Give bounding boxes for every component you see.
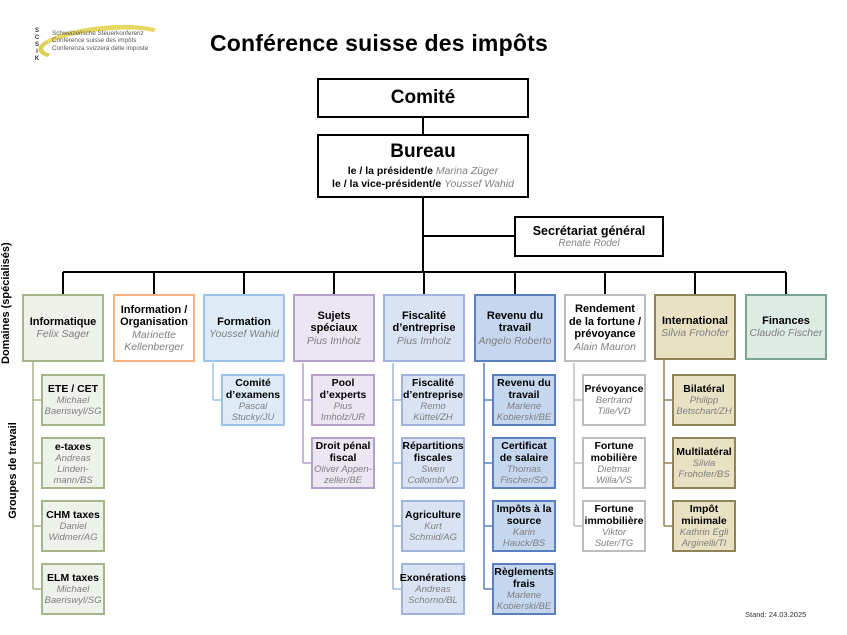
domain-rendement-fortune: Rendement de la fortune / prévoyance Ala… bbox=[564, 294, 646, 362]
wg-repartitions-fiscales: Répartitions fiscales Swen Collomb/VD bbox=[401, 437, 465, 489]
domain-information-organisation: Information / Organisation Marinette Kel… bbox=[113, 294, 195, 362]
bureau-vice-president: le / la vice-président/e Youssef Wahid bbox=[332, 178, 514, 190]
wg-prevoyance: Prévoyance Bertrand Tille/VD bbox=[582, 374, 646, 426]
wg-droit-penal-fiscal: Droit pénal fiscal Oliver Appen-zeller/B… bbox=[311, 437, 375, 489]
domain-international: International Silvia Frohofer bbox=[654, 294, 736, 360]
bureau-title: Bureau bbox=[390, 141, 456, 162]
domain-fiscalite-entreprise: Fiscalité d’entreprise Pius Imholz bbox=[383, 294, 465, 362]
comite-box: Comité bbox=[317, 78, 529, 118]
sk-logo: S C S I K Schweizerische Steuerkonferenz… bbox=[30, 19, 180, 67]
bureau-president: le / la président/e Marina Züger bbox=[347, 165, 499, 177]
domain-sujets-speciaux: Sujets spéciaux Pius Imholz bbox=[293, 294, 375, 362]
side-label-groupes: Groupes de travail bbox=[7, 422, 19, 519]
secretariat-name: Renate Rodel bbox=[558, 238, 620, 249]
wg-chm-taxes: CHM taxes Daniel Widmer/AG bbox=[41, 500, 105, 552]
comite-label: Comité bbox=[390, 87, 456, 108]
wg-fiscalite-entreprise: Fiscalité d’entreprise Remo Küttel/ZH bbox=[401, 374, 465, 426]
wg-fortune-mobiliere: Fortune mobilière Dietmar Willa/VS bbox=[582, 437, 646, 489]
domain-finances: Finances Claudio Fischer bbox=[745, 294, 827, 360]
wg-comite-examens: Comité d’examens Pascal Stucky/JU bbox=[221, 374, 285, 426]
logo-names: Schweizerische Steuerkonferenz Conférenc… bbox=[52, 30, 149, 52]
wg-e-taxes: e-taxes Andreas Linden-mann/BS bbox=[41, 437, 105, 489]
wg-certificat-salaire: Certificat de salaire Thomas Fischer/SO bbox=[492, 437, 556, 489]
domain-informatique: Informatique Felix Sager bbox=[22, 294, 104, 362]
domain-formation: Formation Youssef Wahid bbox=[203, 294, 285, 362]
wg-reglements-frais: Règlements frais Marlene Kobierski/BE bbox=[492, 563, 556, 615]
logo-letters: S C S I K bbox=[34, 28, 40, 62]
wg-revenu-travail: Revenu du travail Marlene Kobierski/BE bbox=[492, 374, 556, 426]
wg-impot-minimale: Impôt minimale Kathrin Egli Arginelli/TI bbox=[672, 500, 736, 552]
domain-revenu-travail: Revenu du travail Angelo Roberto bbox=[474, 294, 556, 362]
wg-exonerations: Exonérations Andreas Schorno/BL bbox=[400, 563, 466, 615]
bureau-box: Bureau le / la président/e Marina Züger … bbox=[317, 134, 529, 198]
side-label-domaines: Domaines (spécialisés) bbox=[0, 242, 12, 364]
wg-pool-experts: Pool d’experts Pius Imholz/UR bbox=[311, 374, 375, 426]
wg-fortune-immobiliere: Fortune immobilière Viktor Suter/TG bbox=[582, 500, 646, 552]
secretariat-box: Secrétariat général Renate Rodel bbox=[514, 216, 664, 257]
wg-ete-cet: ETE / CET Michael Baeriswyl/SG bbox=[41, 374, 105, 426]
page-title: Conférence suisse des impôts bbox=[210, 30, 548, 56]
stand-date: Stand: 24.03.2025 bbox=[745, 610, 807, 619]
wg-bilateral: Bilatéral Philipp Betschart/ZH bbox=[672, 374, 736, 426]
wg-agriculture: Agriculture Kurt Schmid/AG bbox=[401, 500, 465, 552]
wg-elm-taxes: ELM taxes Michael Baeriswyl/SG bbox=[41, 563, 105, 615]
secretariat-title: Secrétariat général bbox=[532, 224, 646, 238]
wg-multilateral: Multilatéral Silvia Frohofer/BS bbox=[672, 437, 736, 489]
wg-impots-source: Impôts à la source Karin Hauck/BS bbox=[492, 500, 556, 552]
